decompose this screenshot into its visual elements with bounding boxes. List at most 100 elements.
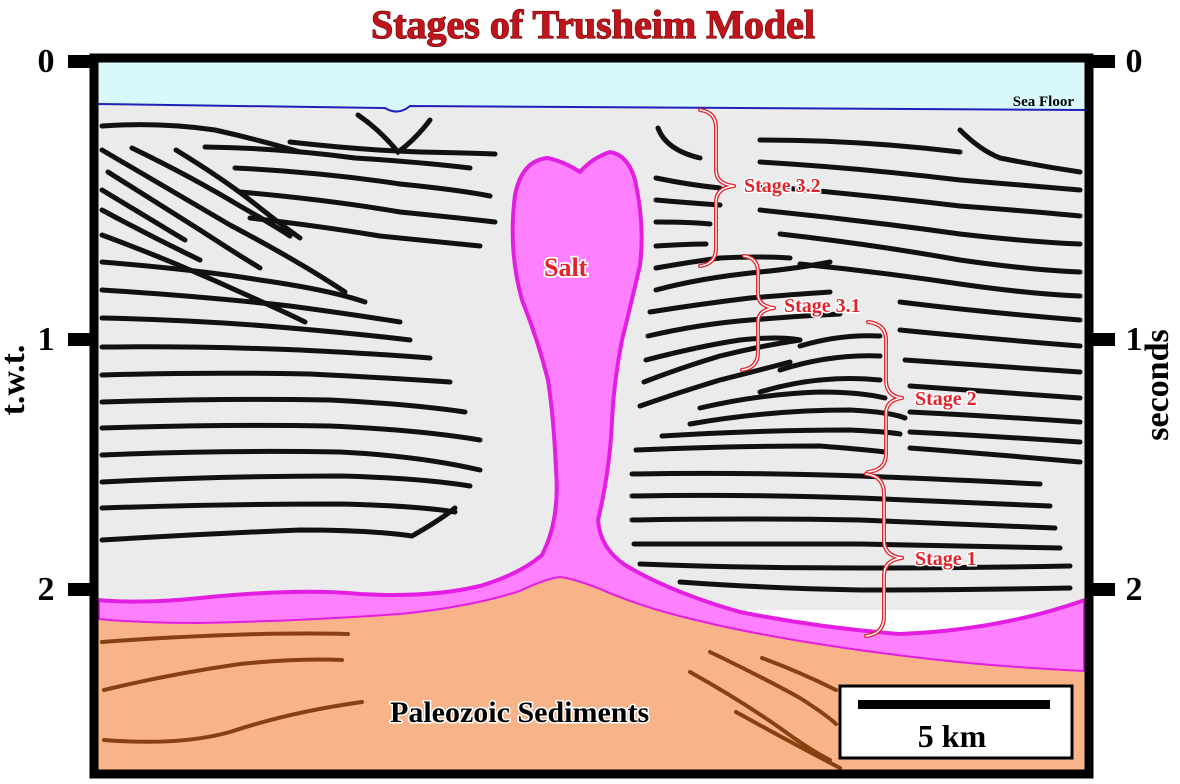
reflector [907, 383, 1083, 401]
section-frame [89, 53, 1094, 779]
reflector [653, 219, 713, 227]
brace-highlight [865, 473, 903, 637]
paleozoic-lines [100, 631, 842, 770]
reflector [687, 407, 908, 427]
reflector [99, 473, 473, 489]
stage-2-label: Stage 2 [915, 388, 977, 410]
reflector [653, 175, 723, 191]
stage-3-2-label: Stage 3.2 [744, 175, 821, 197]
left-tick-label-1: 1 [38, 321, 55, 358]
stage-1-label: Stage 1 [915, 548, 977, 570]
reflector [897, 327, 1083, 349]
paleozoic-basement [98, 578, 1085, 770]
scale-bar: 5 km [838, 684, 1074, 760]
reflector [641, 337, 803, 385]
diagram-title: Stages of Trusheim Model [371, 2, 815, 47]
left-tick-0 [68, 55, 98, 68]
reflector [629, 516, 1058, 531]
reflector [633, 443, 888, 455]
scale-bar-label: 5 km [918, 718, 987, 754]
reflector [237, 189, 498, 225]
reflector [99, 287, 403, 325]
reflector [629, 470, 1043, 487]
reflector [232, 165, 493, 199]
paleozoic-label: Paleozoic Sediments [390, 696, 649, 729]
reflector [99, 422, 483, 443]
paleo-line [688, 670, 832, 762]
reflector [797, 333, 883, 349]
left-tick-1 [68, 333, 98, 346]
reflector [247, 215, 483, 249]
reflector [99, 370, 453, 385]
reflector [99, 396, 468, 415]
paleo-line [734, 710, 842, 770]
reflector [637, 359, 793, 409]
brace-highlight [741, 255, 775, 371]
reflector [173, 147, 303, 241]
reflector [99, 448, 483, 473]
paleo-line [102, 700, 364, 744]
brace-highlight [699, 109, 735, 267]
reflector [629, 492, 1053, 509]
reflector [99, 315, 413, 343]
reflector [99, 259, 368, 305]
scale-bar-box [838, 684, 1074, 760]
reflector [777, 231, 1083, 275]
right-tick-0 [1085, 55, 1115, 68]
paleo-line [102, 657, 344, 692]
reflector [902, 357, 1083, 375]
reflector [645, 311, 843, 339]
reflector [355, 112, 433, 156]
reflector [647, 289, 833, 315]
reflector [99, 147, 348, 295]
reflector [129, 145, 293, 239]
right-tick-1 [1085, 333, 1115, 346]
reflector [287, 139, 498, 157]
reflector [757, 376, 883, 395]
reflector [99, 187, 188, 243]
paleo-line [760, 656, 838, 692]
stage-3-1-label: Stage 3.1 [784, 295, 861, 317]
reflector [757, 137, 963, 155]
reflector [99, 207, 203, 263]
reflector [202, 144, 473, 171]
sea-floor-label: Sea Floor [1013, 94, 1075, 110]
reflector [757, 207, 1083, 247]
reflector [637, 561, 1073, 571]
brace-highlight [867, 321, 903, 473]
reflector [99, 122, 303, 155]
right-tick-2 [1085, 583, 1115, 596]
right-tick-label-0: 0 [1126, 43, 1143, 80]
reflector [697, 389, 888, 411]
scale-bar-line [858, 700, 1050, 709]
reflector [907, 429, 1083, 445]
reflector [655, 125, 703, 161]
left-tick-label-0: 0 [38, 43, 55, 80]
reflector [99, 232, 308, 325]
right-tick-label-2: 2 [1126, 571, 1143, 608]
reflector [957, 127, 1083, 175]
reflector [777, 353, 883, 373]
reflector [99, 501, 458, 515]
left-tick-label-2: 2 [38, 571, 55, 608]
reflector [907, 409, 1083, 425]
sea-floor-line [97, 103, 1086, 113]
reflector [653, 241, 709, 249]
reflector [643, 335, 803, 363]
reflector [757, 183, 1083, 219]
reflector [99, 505, 458, 543]
right-axis-label: seconds [1139, 329, 1176, 440]
paleo-line [100, 631, 350, 644]
reflector [105, 169, 263, 271]
left-axis-label: t.w.t. [0, 345, 32, 416]
left-tick-2 [68, 583, 98, 596]
stage-braces [698, 108, 904, 638]
reflector [907, 445, 1083, 465]
salt-label: Salt [544, 253, 588, 282]
reflector [99, 344, 433, 361]
reflector [653, 254, 793, 271]
right-tick-label-1: 1 [1126, 321, 1143, 358]
tick-marks [68, 55, 1115, 596]
reflector [677, 579, 1073, 593]
